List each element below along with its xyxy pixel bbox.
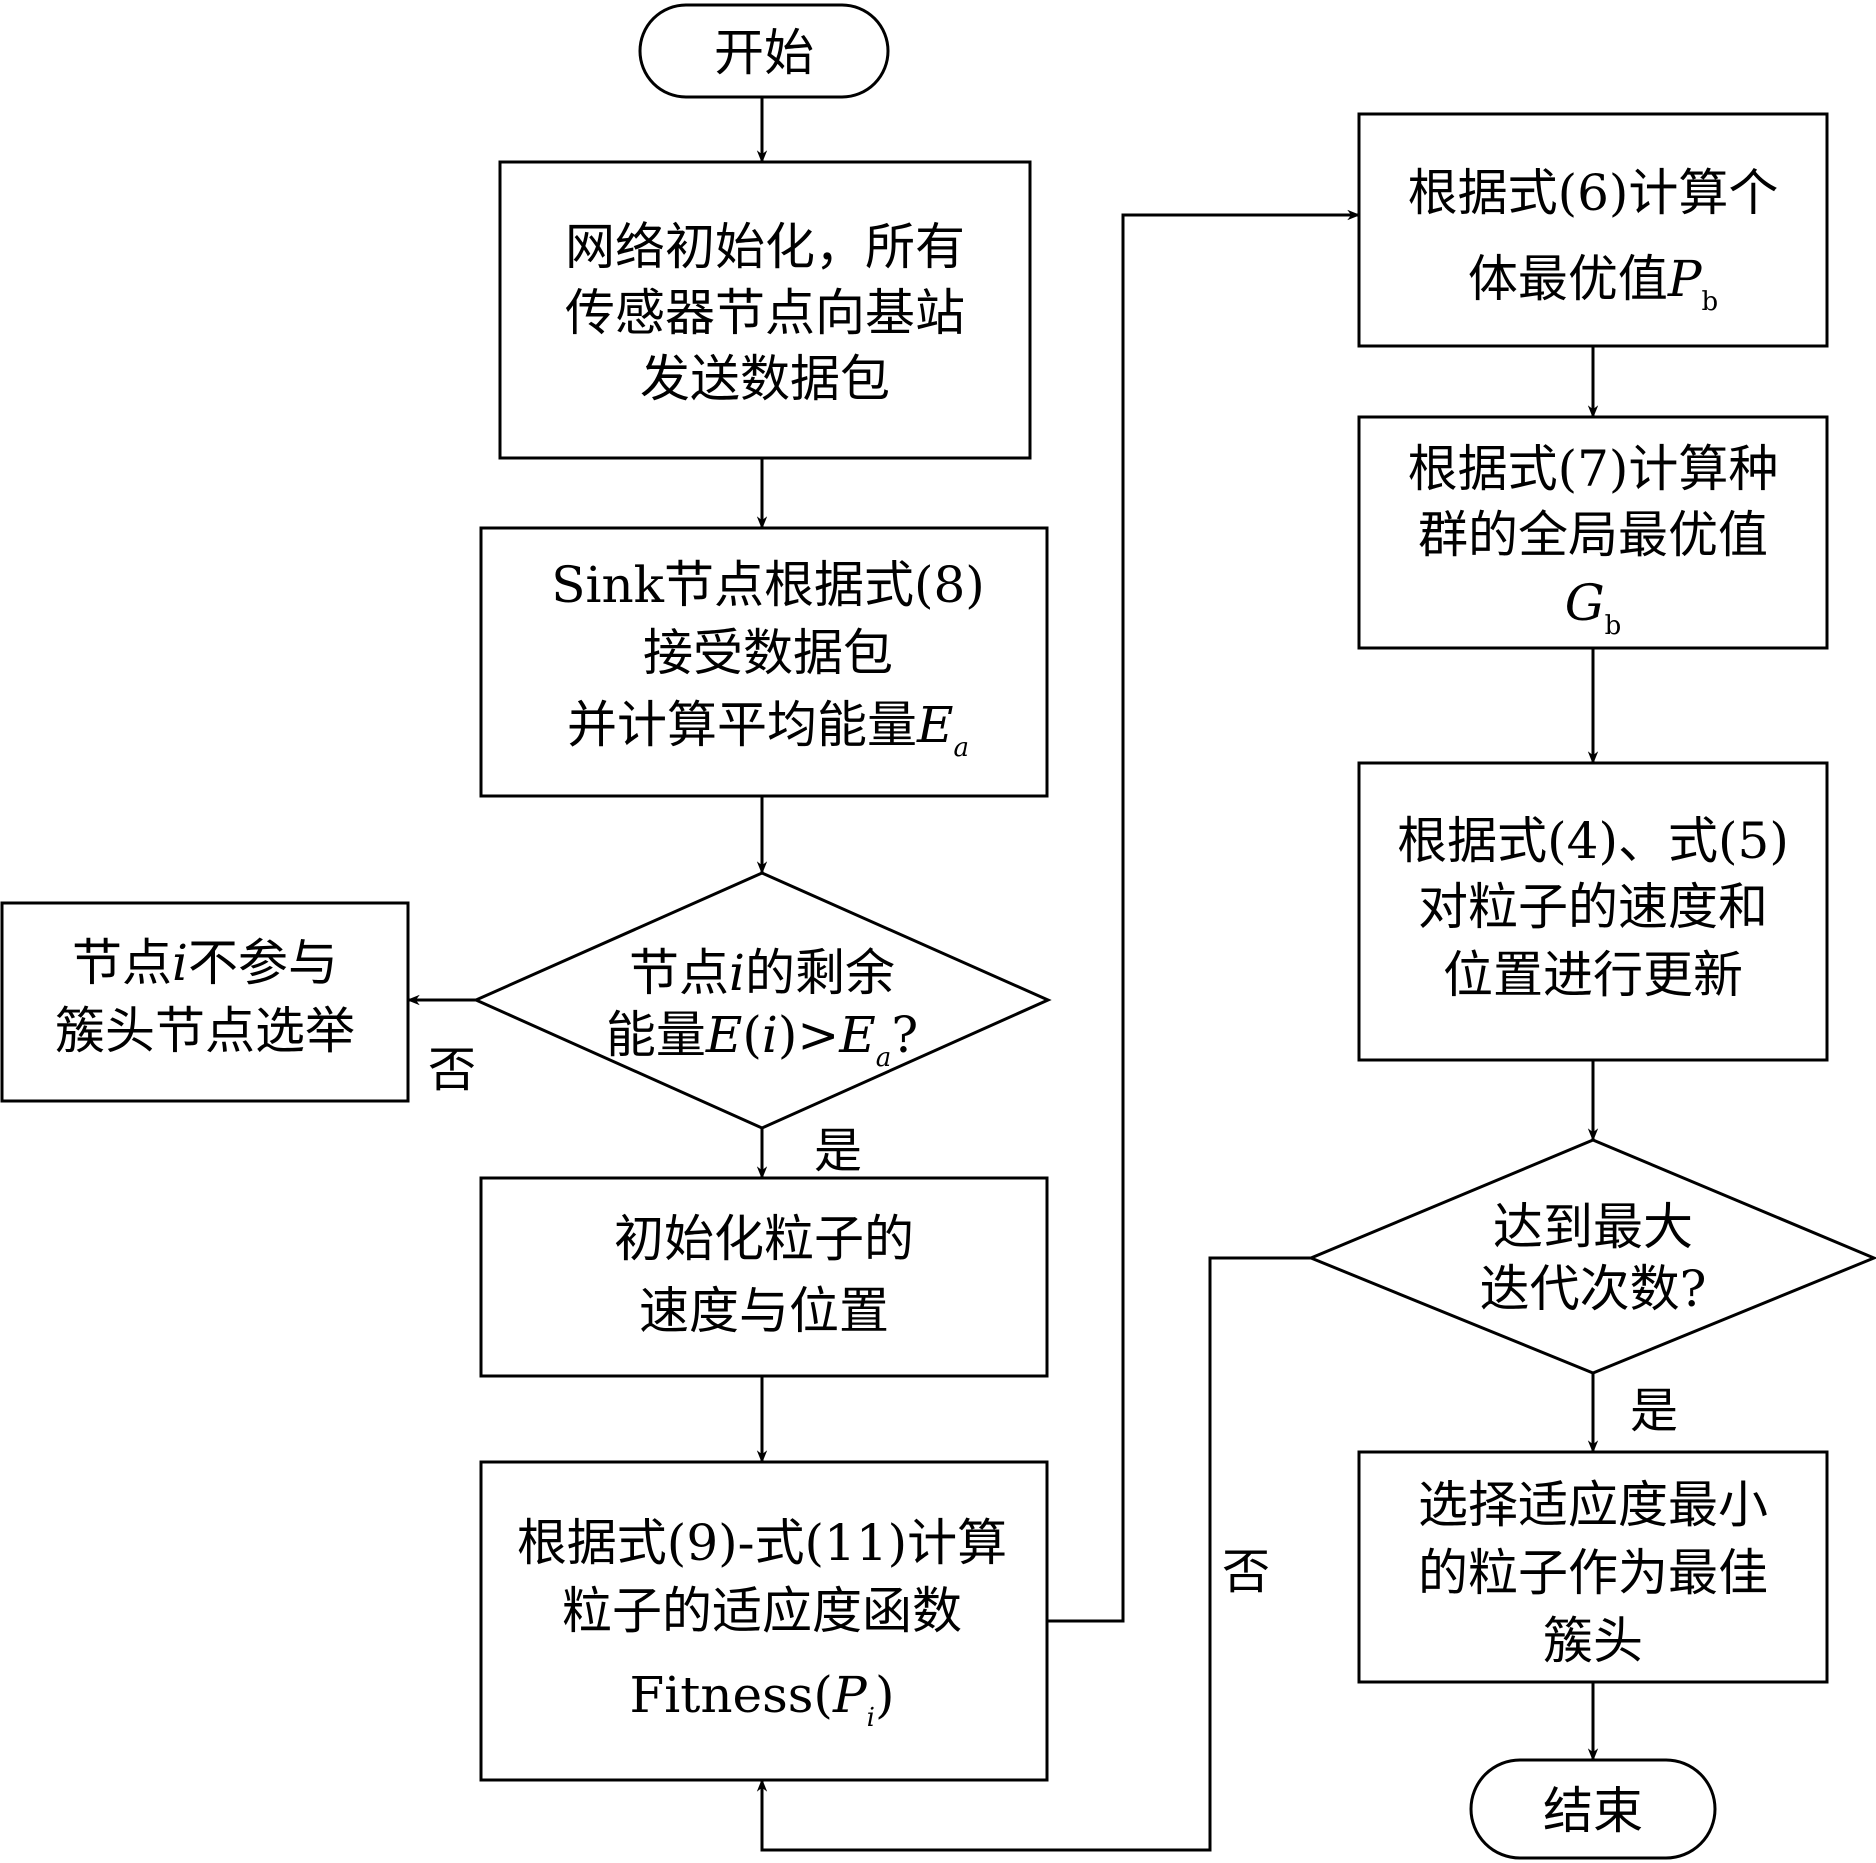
text-run: 接受数据包 <box>643 624 893 682</box>
text-run: Sink节点根据式(8) <box>551 556 985 614</box>
text-run: 选择适应度最小 <box>1418 1476 1768 1534</box>
text-run: 达到最大 <box>1493 1198 1693 1256</box>
init-network-text-line-3: 发送数据包 <box>640 350 890 408</box>
init-network-text-line-2: 传感器节点向基站 <box>565 284 965 342</box>
text-run: E <box>838 1006 876 1064</box>
text-run: i <box>729 944 745 1002</box>
energy-check-text-line-1: 节点i的剩余 <box>629 944 895 1002</box>
text-run: )> <box>778 1006 839 1064</box>
text-run: 簇头节点选举 <box>55 1002 355 1060</box>
personal-best-box <box>1357 112 1829 348</box>
text-run: 粒子的适应度函数 <box>562 1582 962 1640</box>
init-particles-text-line-1: 初始化粒子的 <box>614 1210 914 1268</box>
update-particles-text-line-3: 位置进行更新 <box>1443 946 1743 1004</box>
init-particles-box <box>479 1176 1049 1378</box>
text-run: 群的全局最优值 <box>1418 506 1768 564</box>
text-run: 结束 <box>1543 1782 1643 1840</box>
personal-best-text-line-2: 体最优值Pb <box>1468 250 1718 317</box>
fitness-text-line-1: 根据式(9)-式(11)计算 <box>517 1514 1007 1572</box>
fitness-text-line-3: Fitness(Pi) <box>630 1666 895 1733</box>
select-head-text-line-3: 簇头 <box>1543 1612 1643 1670</box>
sink-receive-text-line-2: 接受数据包 <box>643 624 893 682</box>
sink-receive-text-line-3: 并计算平均能量Ea <box>567 696 969 763</box>
text-run: b <box>1605 611 1622 641</box>
text-run: i <box>172 934 188 992</box>
text-run: i <box>867 1703 875 1733</box>
start-text-line-1: 开始 <box>714 24 814 82</box>
energy-check-text-line-2: 能量E(i)>Ea? <box>606 1006 918 1073</box>
global-best-text-line-1: 根据式(7)计算种 <box>1408 440 1779 498</box>
no-election-text-line-1: 节点i不参与 <box>72 934 338 992</box>
init-particles-text-line-2: 速度与位置 <box>639 1282 889 1340</box>
text-run: ( <box>742 1006 762 1064</box>
init-network-text-line-1: 网络初始化，所有 <box>565 218 965 276</box>
personal-best-text-line-1: 根据式(6)计算个 <box>1408 164 1779 222</box>
text-run: 并计算平均能量 <box>567 696 917 754</box>
text-run: a <box>953 733 969 763</box>
sink-receive-text-line-1: Sink节点根据式(8) <box>551 556 985 614</box>
text-run: 根据式(4)、式(5) <box>1397 812 1789 870</box>
text-run: 初始化粒子的 <box>614 1210 914 1268</box>
text-run: 的剩余 <box>745 944 895 1002</box>
text-run: 网络初始化，所有 <box>565 218 965 276</box>
text-run: 根据式(7)计算种 <box>1408 440 1779 498</box>
select-head-text-line-1: 选择适应度最小 <box>1418 1476 1768 1534</box>
text-run: 节点 <box>629 944 729 1002</box>
text-run: ? <box>891 1006 918 1064</box>
text-run: ) <box>875 1666 895 1724</box>
select-head-box <box>1357 1450 1829 1684</box>
text-run: Fitness( <box>630 1666 833 1724</box>
text-run: 传感器节点向基站 <box>565 284 965 342</box>
fitness-text-line-2: 粒子的适应度函数 <box>562 1582 962 1640</box>
text-run: 体最优值 <box>1468 250 1668 308</box>
text-run: 迭代次数? <box>1480 1260 1707 1318</box>
max-iter-diamond <box>1307 1138 1876 1375</box>
text-run: 簇头 <box>1543 1612 1643 1670</box>
arrow-fitness-to-personal-best <box>1047 209 1361 1623</box>
max-iter-text-line-1: 达到最大 <box>1493 1198 1693 1256</box>
text-run: G <box>1565 574 1605 632</box>
global-best-text-line-3: Gb <box>1565 574 1622 641</box>
text-run: 速度与位置 <box>639 1282 889 1340</box>
no-election-text-line-2: 簇头节点选举 <box>55 1002 355 1060</box>
end-text-line-1: 结束 <box>1543 1782 1643 1840</box>
text-run: 位置进行更新 <box>1443 946 1743 1004</box>
text-run: b <box>1702 287 1719 317</box>
update-particles-text-line-1: 根据式(4)、式(5) <box>1397 812 1789 870</box>
arrow-iter-no-loop <box>756 1256 1311 1852</box>
text-run: 发送数据包 <box>640 350 890 408</box>
max-iter-text-line-2: 迭代次数? <box>1480 1260 1707 1318</box>
iter-no-label: 否 <box>1222 1544 1270 1600</box>
text-run: 能量 <box>606 1006 706 1064</box>
text-run: 不参与 <box>188 934 338 992</box>
text-run: E <box>916 696 954 754</box>
no-election-box <box>0 901 410 1103</box>
global-best-text-line-2: 群的全局最优值 <box>1418 506 1768 564</box>
init-network-box <box>498 160 1032 460</box>
text-run: i <box>762 1006 778 1064</box>
start-terminal <box>638 3 890 99</box>
text-run: P <box>1667 250 1703 308</box>
text-run: 的粒子作为最佳 <box>1418 1544 1768 1602</box>
energy-yes-label: 是 <box>814 1123 862 1179</box>
select-head-text-line-2: 的粒子作为最佳 <box>1418 1544 1768 1602</box>
text-run: 节点 <box>72 934 172 992</box>
text-run: 根据式(6)计算个 <box>1408 164 1779 222</box>
text-run: P <box>832 1666 868 1724</box>
text-run: a <box>876 1043 892 1073</box>
update-particles-text-line-2: 对粒子的速度和 <box>1418 878 1768 936</box>
iter-yes-label: 是 <box>1630 1383 1678 1439</box>
text-run: 根据式(9)-式(11)计算 <box>517 1514 1007 1572</box>
text-run: E <box>705 1006 743 1064</box>
text-run: 对粒子的速度和 <box>1418 878 1768 936</box>
energy-no-label: 否 <box>428 1042 476 1098</box>
text-run: 开始 <box>714 24 814 82</box>
